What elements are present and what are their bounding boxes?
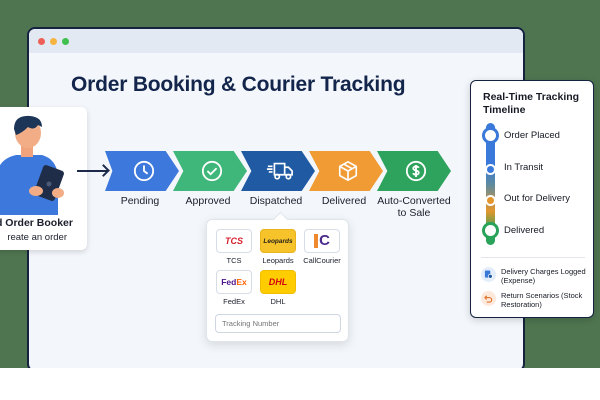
callcourier-logo-icon: C: [304, 229, 340, 253]
dhl-logo-icon: DHL: [260, 270, 296, 294]
booker-subtitle: reate an order: [7, 232, 67, 243]
clock-icon: [133, 160, 155, 182]
courier-label: Leopards: [262, 256, 294, 265]
step-label-dispatched: Dispatched: [249, 195, 303, 207]
workflow-step-dispatched[interactable]: [241, 151, 315, 191]
courier-option-callcourier[interactable]: C CallCourier: [303, 229, 341, 265]
tracking-number-input[interactable]: [215, 314, 341, 333]
truck-icon: [266, 162, 293, 180]
receipt-icon: [481, 267, 496, 282]
delivery-charges-item: Delivery Charges Logged (Expense): [481, 267, 589, 285]
tracking-timeline-card: Real-Time Tracking Timeline Order Placed…: [470, 80, 594, 318]
timeline-step-label: Order Placed: [504, 130, 560, 141]
return-arrow-icon: [481, 291, 496, 306]
workflow-step-pending[interactable]: [105, 151, 179, 191]
order-booker-card: d Order Booker reate an order: [0, 107, 87, 250]
tcs-logo-icon: TCS: [216, 229, 252, 253]
stage-background: Order Booking & Courier Tracking d Order…: [0, 0, 600, 368]
maximize-window-button[interactable]: [62, 37, 69, 45]
package-icon: [338, 160, 358, 182]
courier-label: FedEx: [223, 297, 245, 306]
window-titlebar: [29, 29, 523, 53]
courier-label: TCS: [226, 256, 242, 265]
courier-option-tcs[interactable]: TCS TCS: [215, 229, 253, 265]
minimize-window-button[interactable]: [50, 37, 57, 45]
page-title: Order Booking & Courier Tracking: [71, 73, 406, 96]
timeline-step-label: Delivered: [504, 225, 545, 236]
timeline-node-in-transit: [485, 164, 496, 175]
courier-option-dhl[interactable]: DHL DHL: [259, 270, 297, 306]
step-label-approved: Approved: [185, 195, 231, 207]
dollar-circle-icon: [405, 160, 427, 182]
timeline-node-order-placed: [482, 127, 499, 144]
timeline-node-out-for-delivery: [485, 195, 496, 206]
timeline-step-label: Out for Delivery: [504, 193, 570, 204]
return-scenarios-item: Return Scenarios (Stock Restoration): [481, 291, 589, 309]
step-label-delivered: Delivered: [321, 195, 367, 207]
timeline-track: [486, 123, 495, 245]
flow-arrow-icon: [77, 170, 107, 172]
courier-label: DHL: [270, 297, 286, 306]
courier-dropdown: TCS TCS Leopards Leopards C CallCourier …: [206, 219, 349, 342]
close-window-button[interactable]: [38, 37, 45, 45]
courier-label: CallCourier: [303, 256, 341, 265]
workflow-step-approved[interactable]: [173, 151, 247, 191]
courier-option-leopards[interactable]: Leopards Leopards: [259, 229, 297, 265]
person-with-tablet-icon: [0, 115, 64, 215]
workflow-step-auto-converted[interactable]: [377, 151, 451, 191]
step-label-pending: Pending: [120, 195, 160, 207]
check-circle-icon: [201, 160, 223, 182]
timeline-step-label: In Transit: [504, 162, 544, 173]
leopards-logo-icon: Leopards: [260, 229, 296, 253]
timeline-divider: [481, 257, 585, 258]
step-label-auto-converted: Auto-Converted to Sale: [377, 195, 451, 219]
booker-name: d Order Booker: [0, 217, 73, 229]
workflow-step-delivered[interactable]: [309, 151, 383, 191]
timeline-node-delivered: [482, 222, 499, 239]
timeline-title: Real-Time Tracking Timeline: [483, 91, 580, 116]
